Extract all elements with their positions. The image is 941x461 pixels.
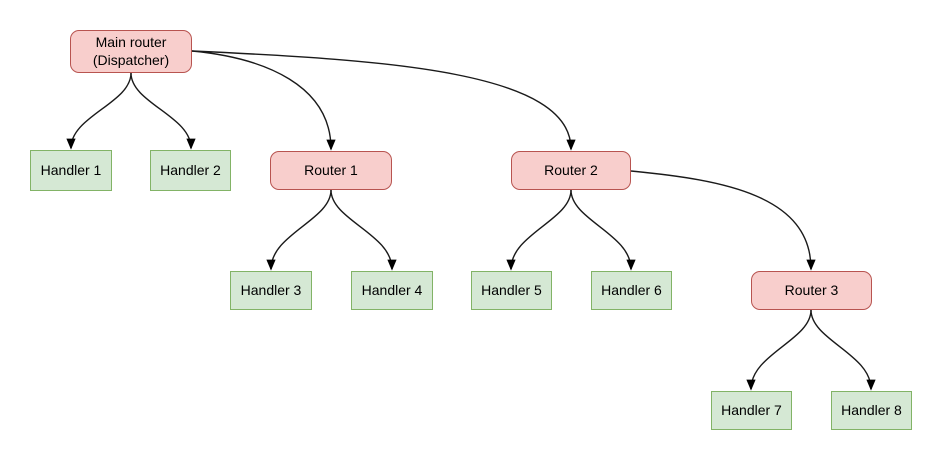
node-router-1: Router 1 — [270, 151, 392, 190]
edge-r2-h5 — [506, 189, 572, 271]
node-handler-8: Handler 8 — [831, 391, 912, 430]
node-handler-6-label: Handler 6 — [601, 281, 662, 298]
edge-r1-h3 — [266, 189, 332, 271]
node-handler-7: Handler 7 — [711, 391, 792, 430]
node-handler-6: Handler 6 — [591, 271, 672, 310]
node-handler-5: Handler 5 — [471, 271, 552, 310]
edge-r3-h7 — [746, 309, 812, 391]
node-handler-4-label: Handler 4 — [361, 281, 423, 298]
node-router-2-label: Router 2 — [544, 161, 598, 178]
edge-r3-h8 — [810, 309, 876, 391]
node-handler-4: Handler 4 — [351, 271, 433, 310]
node-handler-3-label: Handler 3 — [240, 281, 302, 298]
node-handler-1: Handler 1 — [30, 150, 112, 191]
node-handler-1-label: Handler 1 — [40, 161, 102, 178]
node-main-router: Main router (Dispatcher) — [70, 30, 192, 73]
edge-main-r1 — [191, 50, 336, 151]
edge-r2-r3 — [630, 170, 816, 271]
node-handler-3: Handler 3 — [230, 271, 312, 310]
node-router-3-label: Router 3 — [784, 281, 839, 298]
node-main-router-label: Main router (Dispatcher) — [92, 34, 170, 68]
edge-r1-h4 — [330, 189, 397, 271]
edge-main-h2 — [130, 72, 196, 150]
node-handler-2-label: Handler 2 — [160, 161, 221, 178]
node-handler-5-label: Handler 5 — [481, 281, 542, 298]
node-router-3: Router 3 — [751, 271, 872, 310]
node-handler-8-label: Handler 8 — [841, 401, 902, 418]
node-router-1-label: Router 1 — [304, 161, 358, 178]
node-router-2: Router 2 — [511, 151, 631, 190]
edge-r2-h6 — [570, 189, 636, 271]
edge-main-h1 — [66, 72, 132, 150]
node-handler-7-label: Handler 7 — [721, 401, 782, 418]
node-handler-2: Handler 2 — [150, 150, 231, 191]
edge-main-r2 — [191, 50, 576, 151]
